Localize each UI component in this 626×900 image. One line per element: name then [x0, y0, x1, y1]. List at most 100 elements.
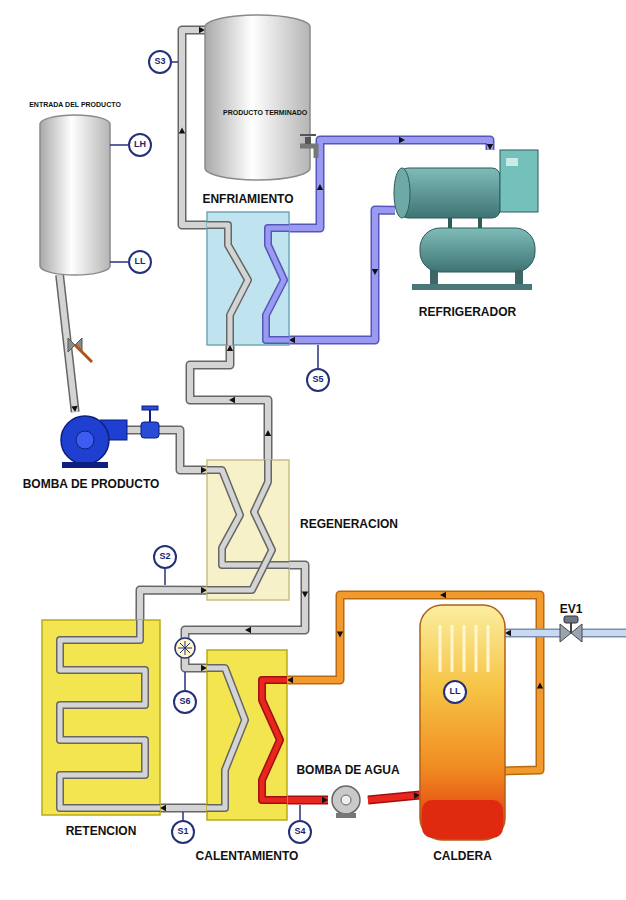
product-tank-part	[305, 137, 311, 144]
sensor-stems	[165, 62, 318, 820]
holding-tube-part	[60, 620, 160, 808]
sensor-tag: LH	[134, 140, 146, 150]
feed-tank	[40, 115, 128, 275]
section-label: ENTRADA DEL PRODUCTO	[29, 101, 121, 109]
flow-sensor: S6	[173, 690, 197, 714]
heating-exchanger	[207, 650, 287, 820]
product-pump-part	[62, 462, 108, 468]
heating-exchanger-part	[207, 650, 287, 820]
temperature-sensor: S1	[171, 820, 195, 844]
regeneration-section: REGENERACION	[207, 460, 289, 600]
feed-valve-part	[75, 345, 92, 362]
regeneration-exchanger-part	[207, 460, 272, 590]
boiler-part	[420, 605, 505, 840]
water-pump-part	[341, 795, 351, 805]
sensor-stems-part	[299, 805, 301, 820]
pipe-stroke	[140, 590, 207, 620]
sensor-stems-part	[172, 61, 178, 63]
arrow-head	[201, 665, 207, 671]
product-tank	[205, 15, 316, 180]
heating-exchanger-part	[207, 668, 245, 808]
chiller-part	[506, 158, 518, 166]
water-pump-part	[336, 813, 356, 818]
arrow-head	[505, 630, 511, 636]
water-pump	[332, 786, 360, 818]
section-label: REFRIGERADOR	[419, 306, 516, 319]
temperature-sensor: S5	[306, 368, 330, 392]
chiller-part	[394, 168, 410, 218]
flow-arrow	[399, 137, 405, 143]
cooling-exchanger-part	[266, 228, 289, 340]
pipe-stroke	[160, 805, 207, 811]
section-label: CALDERA	[433, 850, 492, 863]
chiller-part	[400, 168, 500, 218]
sensor-tag: S1	[177, 827, 188, 837]
water-pump-part	[332, 786, 360, 814]
sensor-tag: S6	[179, 697, 190, 707]
flow-arrow	[265, 430, 271, 436]
process-pipe	[368, 792, 420, 800]
section-label: EV1	[560, 603, 583, 616]
regeneration-exchanger-part	[207, 460, 272, 590]
process-pipe	[160, 805, 207, 811]
cooling-exchanger-part	[266, 228, 289, 340]
flow-arrow	[372, 269, 378, 275]
temperature-sensor: S2	[153, 545, 177, 569]
chiller-unit: REFRIGERADOR	[395, 150, 540, 290]
sensor-tag: S2	[159, 552, 170, 562]
section-label: CALENTAMIENTO	[196, 850, 299, 863]
pipe-stroke	[289, 210, 395, 340]
flow-arrow	[245, 627, 251, 633]
section-label: REGENERACION	[300, 518, 398, 531]
heating-section: CALENTAMIENTO	[207, 650, 287, 820]
temperature-sensor: S4	[288, 820, 312, 844]
flow-arrow	[537, 683, 543, 689]
arrow-head	[201, 587, 207, 593]
pipe-stroke	[190, 345, 268, 460]
flow-arrow	[440, 592, 446, 598]
diversion-valve-part	[178, 641, 192, 655]
arrow-head	[201, 467, 207, 473]
pipe-stroke	[505, 630, 560, 636]
product-pump	[61, 416, 127, 468]
process-pipe	[140, 587, 207, 620]
gate-valve-part	[142, 406, 158, 410]
diversion-valve	[175, 638, 195, 658]
diversion-valve-part-part	[180, 643, 190, 653]
level-sensor: LH	[128, 133, 152, 157]
product-tank: PRODUCTO TERMINADO	[205, 15, 310, 180]
boiler	[420, 605, 505, 840]
feed-tank: ENTRADA DEL PRODUCTO	[40, 115, 110, 275]
section-label: BOMBA DE PRODUCTO	[23, 478, 160, 491]
sensor-stems-part	[184, 672, 186, 690]
diversion-valve-part	[175, 638, 195, 658]
steam-valve: EV1	[560, 620, 582, 646]
cooling-exchanger-part	[207, 225, 248, 345]
arrow-head	[287, 677, 293, 683]
product-pump: BOMBA DE PRODUCTO	[55, 412, 127, 468]
section-label: RETENCION	[66, 825, 137, 838]
feed-valve	[68, 338, 92, 362]
regeneration-exchanger-part	[207, 470, 289, 565]
regeneration-exchanger-part	[207, 460, 289, 600]
steam-valve-part	[570, 622, 572, 633]
cooling-exchanger	[207, 212, 289, 345]
chiller	[394, 150, 538, 290]
sensor-stems-part	[164, 569, 166, 585]
temperature-sensor: S3	[148, 50, 172, 74]
arrow-head	[289, 337, 295, 343]
flow-arrow	[337, 632, 343, 638]
level-sensor: LL	[128, 250, 152, 274]
boiler: CALDERALL	[420, 605, 505, 840]
holding-tube	[42, 620, 160, 815]
product-pump-part	[61, 416, 109, 464]
pipe-stroke	[505, 628, 560, 637]
product-pump-part	[76, 431, 94, 449]
chiller-part	[448, 218, 452, 228]
arrow-head	[322, 797, 328, 803]
section-label: PRODUCTO TERMINADO	[223, 109, 307, 117]
flow-arrow	[179, 128, 185, 134]
steam-valve-part	[560, 624, 571, 642]
boiler-part-part	[439, 625, 442, 672]
boiler-part-part	[487, 625, 490, 672]
